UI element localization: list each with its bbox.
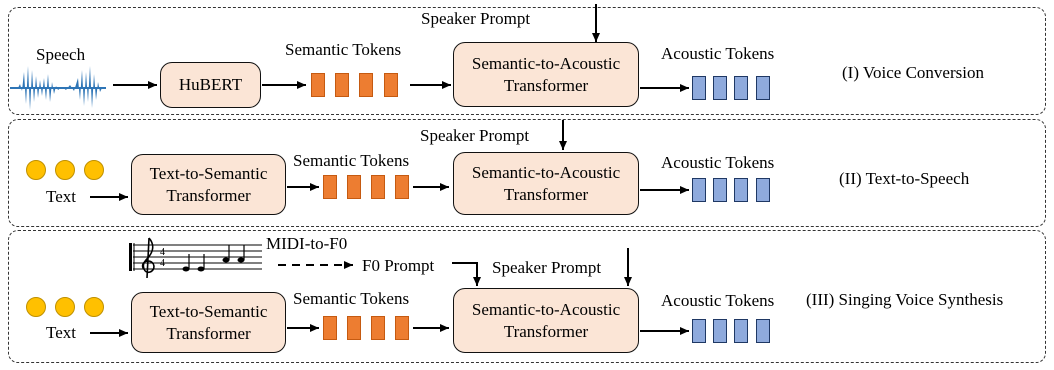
acoustic-token: [713, 319, 727, 343]
acoustic-tokens-label: Acoustic Tokens: [661, 291, 775, 310]
speaker-prompt-label: Speaker Prompt: [420, 126, 530, 145]
semantic-token: [311, 73, 325, 97]
acoustic-token: [713, 178, 727, 202]
acoustic-token: [734, 76, 748, 100]
svg-text:4: 4: [160, 247, 165, 258]
semantic-token: [347, 175, 361, 199]
semantic-token: [347, 316, 361, 340]
semantic-token: [384, 73, 398, 97]
semantic-token: [323, 316, 337, 340]
acoustic-token: [692, 319, 706, 343]
text-to-semantic-box: Text-to-Semantic Transformer: [131, 154, 286, 215]
hubert-box: HuBERT: [160, 62, 261, 108]
acoustic-token: [713, 76, 727, 100]
text-dots-icon: [55, 297, 75, 317]
semantic-to-acoustic-box: Semantic-to-Acoustic Transformer: [453, 42, 639, 107]
semantic-token: [371, 316, 385, 340]
semantic-token: [395, 316, 409, 340]
f0-prompt-label: F0 Prompt: [362, 256, 435, 275]
semantic-token: [335, 73, 349, 97]
task-label: (III) Singing Voice Synthesis: [806, 290, 1004, 309]
text-dots-icon: [26, 297, 46, 317]
semantic-tokens-label: Semantic Tokens: [293, 151, 410, 170]
text-dots-icon: [55, 160, 75, 180]
task-label: (I) Voice Conversion: [842, 63, 984, 82]
acoustic-token: [756, 319, 770, 343]
acoustic-token: [734, 319, 748, 343]
semantic-tokens-label: Semantic Tokens: [285, 40, 402, 59]
svg-text:4: 4: [160, 258, 165, 269]
acoustic-tokens-label: Acoustic Tokens: [661, 44, 775, 63]
text-label: Text: [46, 187, 76, 206]
text-to-semantic-box: Text-to-Semantic Transformer: [131, 292, 286, 353]
task-label: (II) Text-to-Speech: [839, 169, 970, 188]
speaker-prompt-label: Speaker Prompt: [492, 258, 602, 277]
speaker-prompt-label: Speaker Prompt: [421, 9, 531, 28]
semantic-token: [371, 175, 385, 199]
acoustic-tokens-label: Acoustic Tokens: [661, 153, 775, 172]
semantic-tokens-label: Semantic Tokens: [293, 289, 410, 308]
acoustic-token: [756, 76, 770, 100]
speech-label: Speech: [36, 45, 86, 64]
text-dots-icon: [84, 297, 104, 317]
semantic-token: [359, 73, 373, 97]
semantic-token: [323, 175, 337, 199]
text-dots-icon: [84, 160, 104, 180]
panel-singing-voice-synthesis: [8, 230, 1046, 363]
panel-text-to-speech: [8, 119, 1046, 227]
panel-voice-conversion: [8, 7, 1046, 115]
text-dots-icon: [26, 160, 46, 180]
acoustic-token: [734, 178, 748, 202]
text-label: Text: [46, 323, 76, 342]
acoustic-token: [692, 76, 706, 100]
music-notes-icon: 4 4: [129, 237, 262, 279]
midi-to-f0-label: MIDI-to-F0: [266, 234, 348, 253]
acoustic-token: [756, 178, 770, 202]
waveform-icon: [10, 66, 106, 110]
acoustic-token: [692, 178, 706, 202]
semantic-to-acoustic-box: Semantic-to-Acoustic Transformer: [453, 152, 639, 215]
semantic-token: [395, 175, 409, 199]
semantic-to-acoustic-box: Semantic-to-Acoustic Transformer: [453, 288, 639, 353]
arrow-f0-prompt: [452, 262, 481, 286]
